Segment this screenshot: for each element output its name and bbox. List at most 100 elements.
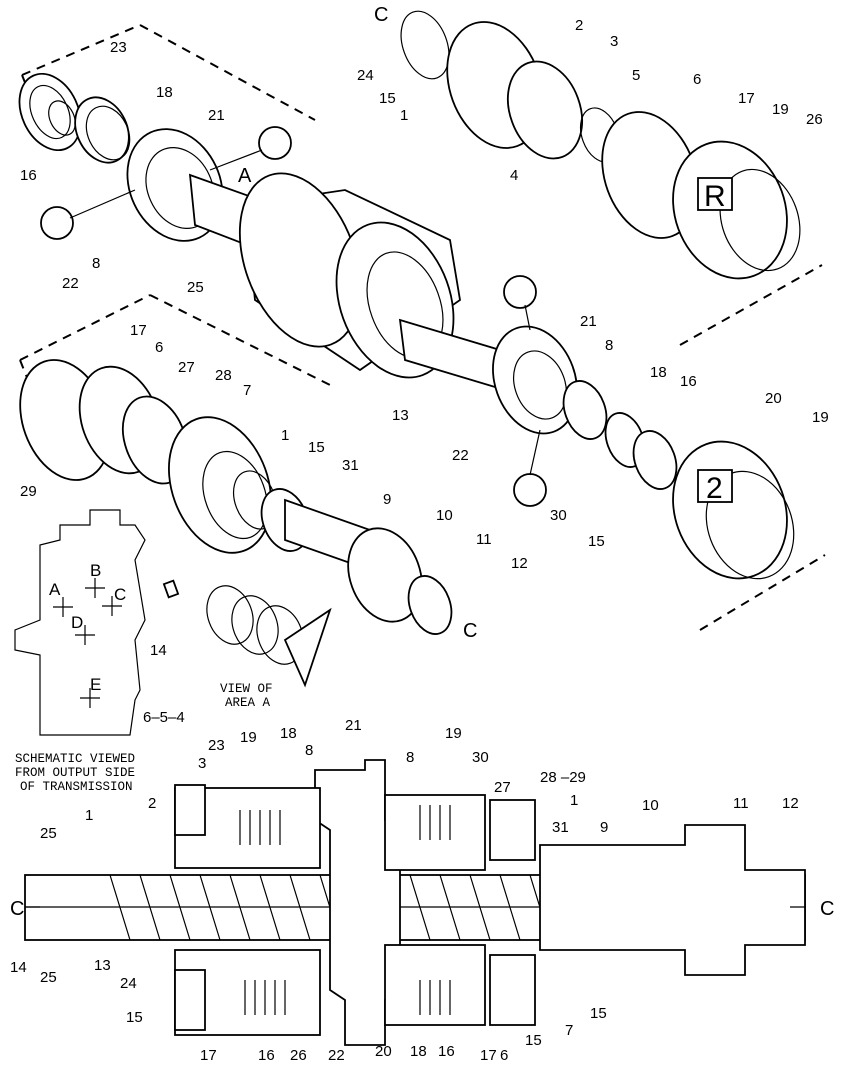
callout: 10 xyxy=(436,507,453,524)
callout: 1 xyxy=(570,792,578,809)
section-mark-left: C xyxy=(10,898,24,920)
callout: 30 xyxy=(472,749,489,766)
schematic-outline xyxy=(14,509,146,736)
callout: 15 xyxy=(379,90,396,107)
callout: 12 xyxy=(511,555,528,572)
view-note-line-2: AREA A xyxy=(225,696,271,710)
callout: 12 xyxy=(782,795,799,812)
callout: 26 xyxy=(806,111,823,128)
callout: 17 xyxy=(130,322,147,339)
callout: 26 xyxy=(290,1047,307,1064)
callout: 8 xyxy=(92,255,100,272)
callout: 23 xyxy=(208,737,225,754)
callout: 10 xyxy=(642,797,659,814)
callout: 6 xyxy=(155,339,163,356)
callout: 21 xyxy=(345,717,362,734)
callout: 16 xyxy=(20,167,37,184)
callout: 11 xyxy=(476,531,492,548)
section-mark-top: C xyxy=(374,4,388,26)
dashed-group-outlines xyxy=(19,24,826,631)
callout: 18 xyxy=(156,84,173,101)
callout: 17 xyxy=(200,1047,217,1064)
callouts-section: 6–5–4 23 19 18 8 21 8 19 30 27 28 –29 1 … xyxy=(10,709,799,1064)
callout: 21 xyxy=(208,107,225,124)
callout: 8 xyxy=(605,337,613,354)
callout: 20 xyxy=(375,1043,392,1060)
schematic-point: B xyxy=(90,561,101,580)
callout: 31 xyxy=(552,819,569,836)
callout: 25 xyxy=(187,279,204,296)
callout: 6 xyxy=(693,71,701,88)
section-mark-right: C xyxy=(820,898,834,920)
view-note-line-1: VIEW OF xyxy=(220,682,273,696)
callout: 20 xyxy=(765,390,782,407)
clutch-mark-2: 2 xyxy=(706,472,723,505)
callout: 28 –29 xyxy=(540,769,586,786)
callout: 11 xyxy=(733,795,749,812)
schematic-note-line-3: OF TRANSMISSION xyxy=(20,780,133,794)
area-letter: A xyxy=(238,165,252,187)
callout: 9 xyxy=(383,491,391,508)
callout: 1 xyxy=(85,807,93,824)
callout: 8 xyxy=(406,749,414,766)
callout: 9 xyxy=(600,819,608,836)
schematic-point: D xyxy=(71,613,83,632)
callout: 13 xyxy=(392,407,409,424)
callout: 16 xyxy=(680,373,697,390)
callout: 4 xyxy=(510,167,518,184)
callout: 16 xyxy=(438,1043,455,1060)
section-mark-middle: C xyxy=(463,620,477,642)
schematic-point: E xyxy=(90,675,101,694)
callout: 15 xyxy=(590,1005,607,1022)
callout: 1 xyxy=(281,427,289,444)
callout: 18 xyxy=(650,364,667,381)
callout: 15 xyxy=(588,533,605,550)
callout: 14 xyxy=(150,642,167,659)
callout: 19 xyxy=(772,101,789,118)
callouts-top: 23 18 16 21 22 8 25 24 15 1 2 3 5 4 6 17… xyxy=(20,17,823,424)
callout: 27 xyxy=(494,779,511,796)
middle-assembly xyxy=(19,359,453,688)
callout: 19 xyxy=(445,725,462,742)
callout: 13 xyxy=(94,957,111,974)
callout: 30 xyxy=(550,507,567,524)
callout: 31 xyxy=(342,457,359,474)
callout: 22 xyxy=(62,275,79,292)
schematic-note-line-2: FROM OUTPUT SIDE xyxy=(15,766,135,780)
callout: 15 xyxy=(308,439,325,456)
callout: 7 xyxy=(243,382,251,399)
callout: 25 xyxy=(40,969,57,986)
upper-assembly xyxy=(18,10,801,580)
callout: 6–5–4 xyxy=(143,709,185,726)
callout: 21 xyxy=(580,313,597,330)
callout: 18 xyxy=(280,725,297,742)
callout: 1 xyxy=(400,107,408,124)
callout: 17 xyxy=(738,90,755,107)
callout: 19 xyxy=(240,729,257,746)
callout: 29 xyxy=(20,483,37,500)
callout: 22 xyxy=(452,447,469,464)
callout: 18 xyxy=(410,1043,427,1060)
schematic-point: A xyxy=(49,580,61,599)
callout: 5 xyxy=(632,67,640,84)
callout: 14 xyxy=(10,959,27,976)
callout: 6 xyxy=(500,1047,508,1064)
cross-section-view xyxy=(24,759,806,1046)
callout: 24 xyxy=(120,975,137,992)
callout: 25 xyxy=(40,825,57,842)
clutch-mark-r: R xyxy=(704,180,726,213)
callout: 24 xyxy=(357,67,374,84)
callout: 16 xyxy=(258,1047,275,1064)
callout: 15 xyxy=(525,1032,542,1049)
callout: 22 xyxy=(328,1047,345,1064)
callouts-middle: 17 6 27 28 7 1 15 31 29 9 10 11 12 14 18… xyxy=(20,322,829,659)
callout: 7 xyxy=(565,1022,573,1039)
callout: 2 xyxy=(575,17,583,34)
schematic-note-line-1: SCHEMATIC VIEWED xyxy=(15,752,135,766)
callout: 3 xyxy=(610,33,618,50)
callout: 8 xyxy=(305,742,313,759)
callout: 19 xyxy=(812,409,829,426)
figure-text: C C C C A VIEW OF AREA A SCHEMATIC VIEWE… xyxy=(10,4,834,920)
